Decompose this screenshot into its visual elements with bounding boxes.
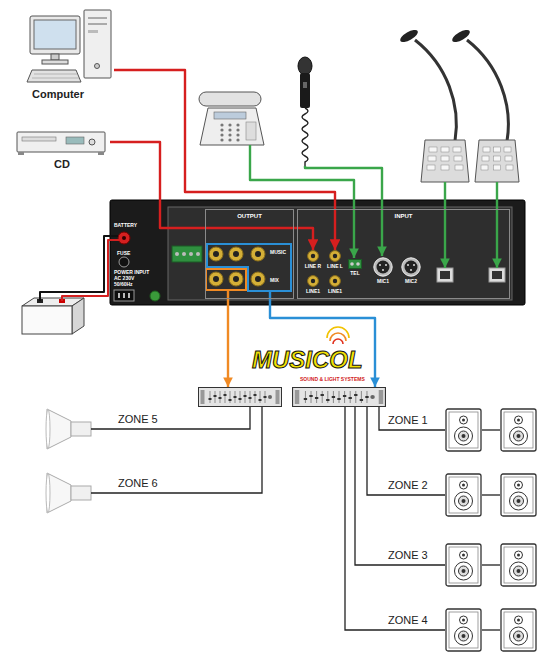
zone-label: ZONE 6 bbox=[118, 477, 158, 490]
battery-icon bbox=[22, 298, 84, 334]
mixer-amplifier-unit: BATTERY FUSE POWER INPUT AC 230V 50/60Hz OU… bbox=[110, 200, 525, 305]
battery-cable bbox=[62, 240, 119, 301]
port-label: LINE L bbox=[327, 263, 343, 269]
speaker bbox=[501, 544, 536, 586]
speaker bbox=[446, 409, 481, 451]
speaker bbox=[501, 609, 536, 651]
output-highlight bbox=[206, 269, 246, 290]
microphone-cable bbox=[305, 166, 382, 256]
amplifier bbox=[293, 388, 386, 407]
connector-symbol bbox=[329, 250, 341, 262]
connector-symbol bbox=[329, 275, 341, 287]
device-icon bbox=[14, 128, 110, 158]
connector-symbol bbox=[373, 257, 393, 277]
speaker-wire bbox=[355, 407, 445, 565]
microphone-cable bbox=[444, 182, 446, 268]
port-label: MIX bbox=[270, 277, 279, 283]
terminal-label: BATTERY bbox=[114, 222, 137, 228]
telephone-icon bbox=[199, 92, 264, 145]
port-label: LINE1 bbox=[306, 288, 320, 294]
amplifier bbox=[199, 388, 282, 407]
audio-cable bbox=[114, 70, 335, 250]
terminal-label: FUSE bbox=[117, 250, 130, 256]
speaker-wire bbox=[482, 629, 500, 630]
speaker-wire bbox=[91, 407, 262, 493]
zone-label: ZONE 4 bbox=[388, 614, 428, 627]
rca-jack: LINE1 bbox=[306, 275, 320, 294]
logo-waves bbox=[327, 327, 349, 344]
input-panel: INPUT LINE R LINE L LINE1 LINE1 TEL MIC1 MIC2 bbox=[297, 209, 510, 299]
port-label: MIC1 bbox=[377, 278, 389, 284]
device-label: CD bbox=[14, 158, 110, 171]
speaker-wire bbox=[345, 407, 445, 630]
speaker-wire bbox=[482, 564, 500, 565]
desk-microphone bbox=[450, 28, 519, 182]
connector-symbol bbox=[348, 259, 362, 269]
zone-label: ZONE 2 bbox=[388, 479, 428, 492]
brand-tagline: SOUND & LIGHT SYSTEMS bbox=[300, 376, 365, 382]
rca-jack: LINE L bbox=[327, 250, 343, 269]
section-title: INPUT bbox=[298, 213, 509, 220]
speaker-wire bbox=[482, 494, 500, 495]
output-highlight bbox=[207, 244, 291, 291]
rack-chassis bbox=[110, 200, 525, 305]
xlr-jack: MIC1 bbox=[373, 257, 393, 284]
power-label: POWER INPUT AC 230V 50/60Hz bbox=[114, 269, 154, 287]
device-label: Computer bbox=[26, 88, 114, 101]
desk-microphone bbox=[398, 28, 469, 182]
tel-terminal: TEL bbox=[348, 259, 362, 276]
port-label: MIC2 bbox=[405, 278, 417, 284]
port-label: TEL bbox=[350, 270, 359, 276]
zone-label: ZONE 5 bbox=[118, 413, 158, 426]
rca-jack: LINE R bbox=[305, 250, 321, 269]
speaker-wire bbox=[91, 407, 250, 429]
connector-symbol bbox=[307, 250, 319, 262]
device-icon bbox=[26, 8, 114, 88]
connector-symbol bbox=[401, 257, 421, 277]
output-cable bbox=[270, 291, 375, 387]
battery-cable bbox=[40, 236, 118, 301]
speaker bbox=[446, 609, 481, 651]
port-label: LINE1 bbox=[328, 288, 342, 294]
connector-symbol bbox=[307, 275, 319, 287]
speaker bbox=[446, 544, 481, 586]
computer-device: Computer bbox=[26, 8, 114, 101]
xlr-jack: MIC2 bbox=[401, 257, 421, 284]
speaker bbox=[446, 474, 481, 516]
microphone-cable bbox=[496, 182, 498, 268]
section-title: OUTPUT bbox=[206, 213, 293, 220]
rca-jack: LINE1 bbox=[328, 275, 342, 294]
speaker-wire bbox=[482, 429, 500, 430]
audio-cable bbox=[110, 142, 313, 250]
speaker-wire bbox=[379, 407, 445, 430]
zone-label: ZONE 1 bbox=[388, 414, 428, 427]
handheld-microphone bbox=[298, 57, 312, 166]
speaker-wire bbox=[367, 407, 445, 495]
output-panel: OUTPUT MUSIC MIX bbox=[205, 209, 294, 299]
port-label: MUSIC bbox=[270, 249, 286, 255]
cd-player: CD bbox=[14, 128, 110, 171]
speaker bbox=[501, 409, 536, 451]
zone-label: ZONE 3 bbox=[388, 549, 428, 562]
telephone-cable bbox=[250, 145, 354, 258]
brand-logo: MUSICOL bbox=[252, 348, 363, 372]
horn-speaker bbox=[46, 409, 91, 449]
horn-speaker bbox=[46, 473, 91, 513]
output-cable bbox=[227, 290, 229, 387]
port-label: LINE R bbox=[305, 263, 321, 269]
speaker bbox=[501, 474, 536, 516]
